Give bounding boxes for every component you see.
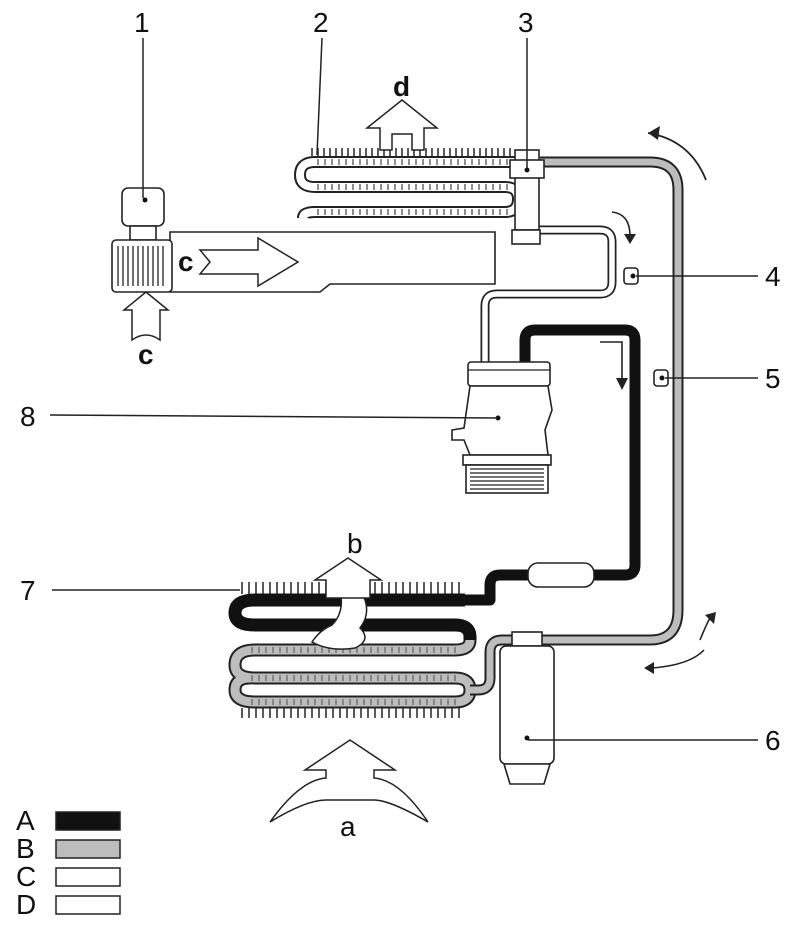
pipe-b-right-loop — [540, 156, 684, 646]
airflow-arrow-a — [269, 739, 429, 823]
leader-2 — [316, 37, 323, 156]
airflow-label-c-duct: c — [178, 246, 194, 277]
legend-key-d: D — [16, 889, 36, 920]
service-valve-4 — [623, 267, 639, 285]
airflow-label-c-blower: c — [138, 339, 154, 370]
evaporator-7 — [228, 582, 515, 718]
flow-arrowhead-small-valve — [624, 234, 636, 244]
condenser — [294, 148, 524, 220]
legend-key-c: C — [16, 861, 36, 892]
legend-key-b: B — [16, 833, 35, 864]
callout-5: 5 — [765, 363, 781, 394]
receiver-drier-6 — [499, 631, 555, 785]
flow-arrow-small-valve — [611, 211, 631, 237]
inline-filter — [527, 562, 595, 588]
airflow-arrow-d — [364, 99, 440, 151]
pipe-c-suction — [480, 225, 617, 362]
flow-arrowhead-bottom-right-up — [705, 612, 716, 624]
legend-key-a: A — [16, 805, 35, 836]
callout-4: 4 — [765, 261, 781, 292]
callout-3: 3 — [518, 7, 534, 38]
airflow-arrow-b — [312, 557, 384, 599]
callout-2: 2 — [313, 7, 329, 38]
compressor-8 — [451, 361, 553, 494]
airflow-arrow-c-up — [121, 291, 171, 342]
flow-arrowhead-bottom-right-curve — [644, 662, 654, 674]
blower-motor-1 — [111, 187, 173, 293]
pipe-a-discharge — [465, 324, 641, 606]
airflow-label-d: d — [393, 71, 410, 102]
flow-arrowhead-top-right — [648, 126, 660, 140]
legend-swatch-d — [55, 895, 121, 915]
airflow-label-a: a — [340, 811, 356, 842]
legend-swatch-b — [55, 839, 121, 859]
expansion-valve-3 — [509, 149, 545, 245]
flow-arrow-bottom-right-curve — [651, 649, 705, 669]
airflow-arrow-c-right — [198, 236, 300, 288]
flow-arrow-compressor — [600, 341, 623, 380]
callout-6: 6 — [765, 725, 781, 756]
callout-8: 8 — [20, 401, 36, 432]
airflow-label-b: b — [347, 528, 363, 559]
legend-swatch-a — [55, 811, 121, 831]
legend-swatch-c — [55, 867, 121, 887]
flow-arrowhead-compressor — [616, 378, 628, 390]
callout-1: 1 — [134, 7, 150, 38]
callout-7: 7 — [20, 575, 36, 606]
leader-8 — [49, 414, 498, 419]
